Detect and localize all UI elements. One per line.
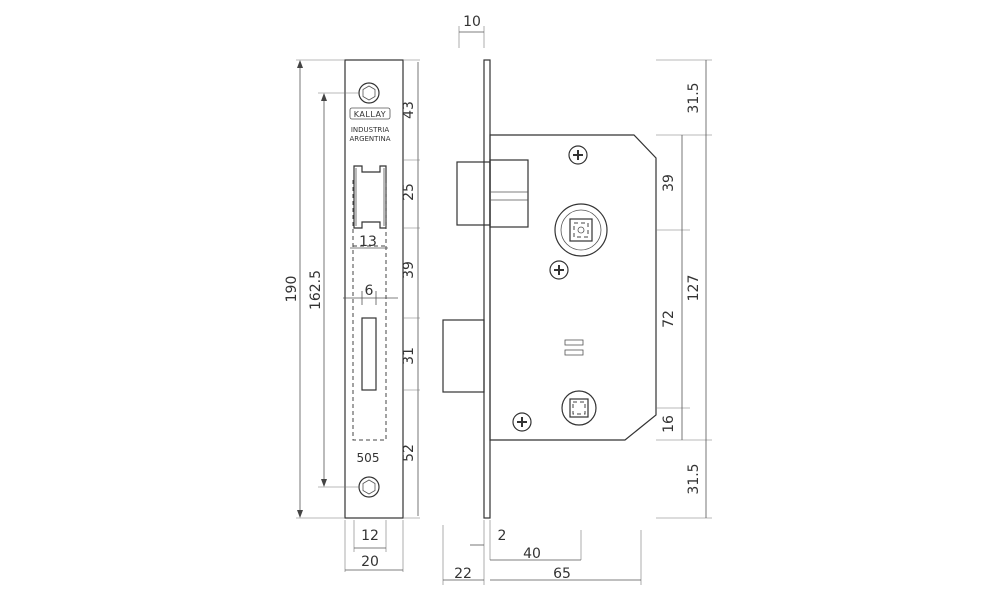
origin-line-2: ARGENTINA bbox=[349, 135, 390, 143]
deadbolt-slot bbox=[361, 317, 377, 391]
dim-body-height: 127 bbox=[686, 275, 702, 302]
origin-line-1: INDUSTRIA bbox=[351, 126, 389, 134]
dim-face-inner-width: 12 bbox=[361, 528, 379, 544]
faceplate-segment-dimensions: 43 25 39 31 52 bbox=[401, 59, 420, 519]
dim-right-top: 31.5 bbox=[686, 82, 702, 113]
dim-bolt-width: 6 bbox=[365, 283, 374, 299]
body-slot bbox=[564, 339, 584, 346]
dim-backset: 40 bbox=[523, 546, 541, 562]
dim-right-lower: 16 bbox=[661, 415, 677, 433]
dim-bolt-throw: 22 bbox=[454, 566, 472, 582]
faceplate-front-view: KALLAY INDUSTRIA ARGENTINA 505 13 6 bbox=[343, 59, 404, 519]
body-slot bbox=[564, 349, 584, 356]
spindle-hub bbox=[554, 203, 608, 257]
left-dimensions: 190 162.5 bbox=[284, 59, 360, 519]
dim-total-height: 190 bbox=[284, 276, 300, 303]
dim-right-upper: 39 bbox=[661, 174, 677, 192]
dim-inner-height: 162.5 bbox=[308, 270, 324, 310]
brand-label: KALLAY bbox=[354, 110, 386, 119]
dim-right-bottom: 31.5 bbox=[686, 463, 702, 494]
body-screw-icon bbox=[568, 145, 588, 165]
body-screw-icon bbox=[512, 412, 532, 432]
right-dimensions: 31.5 39 72 16 31.5 127 bbox=[656, 59, 712, 519]
dim-seg-bolt: 31 bbox=[401, 347, 417, 365]
lock-body-outline bbox=[489, 134, 657, 441]
dim-plate-thickness: 2 bbox=[498, 528, 507, 544]
dim-body-depth: 65 bbox=[553, 566, 571, 582]
body-screw-icon bbox=[549, 260, 569, 280]
dim-seg-bottom: 52 bbox=[401, 444, 417, 462]
dim-seg-mid: 39 bbox=[401, 261, 417, 279]
dim-right-center: 72 bbox=[661, 310, 677, 328]
dim-face-width: 20 bbox=[361, 554, 379, 570]
dim-latch-width: 13 bbox=[359, 234, 377, 250]
faceplate-width-dimensions: 12 20 bbox=[344, 520, 404, 572]
key-hole bbox=[561, 390, 597, 426]
dim-seg-top: 43 bbox=[401, 101, 417, 119]
faceplate-outline bbox=[344, 59, 404, 519]
latch-bolt bbox=[456, 161, 491, 226]
dim-seg-latch: 25 bbox=[401, 183, 417, 201]
side-faceplate bbox=[483, 59, 491, 519]
side-view-bottom-dimensions: 2 40 22 65 bbox=[442, 520, 642, 585]
dim-bolt-thickness: 10 bbox=[463, 14, 481, 30]
top-screw-icon bbox=[358, 82, 380, 104]
internal-dashed-outline bbox=[352, 180, 387, 441]
bottom-screw-icon bbox=[358, 476, 380, 498]
dead-bolt bbox=[442, 319, 485, 393]
lock-body-side-view bbox=[442, 59, 657, 519]
brand-badge bbox=[349, 107, 391, 120]
model-number: 505 bbox=[357, 451, 380, 465]
bolt-thickness-dimension: 10 bbox=[458, 14, 485, 48]
latch-opening bbox=[353, 165, 387, 229]
